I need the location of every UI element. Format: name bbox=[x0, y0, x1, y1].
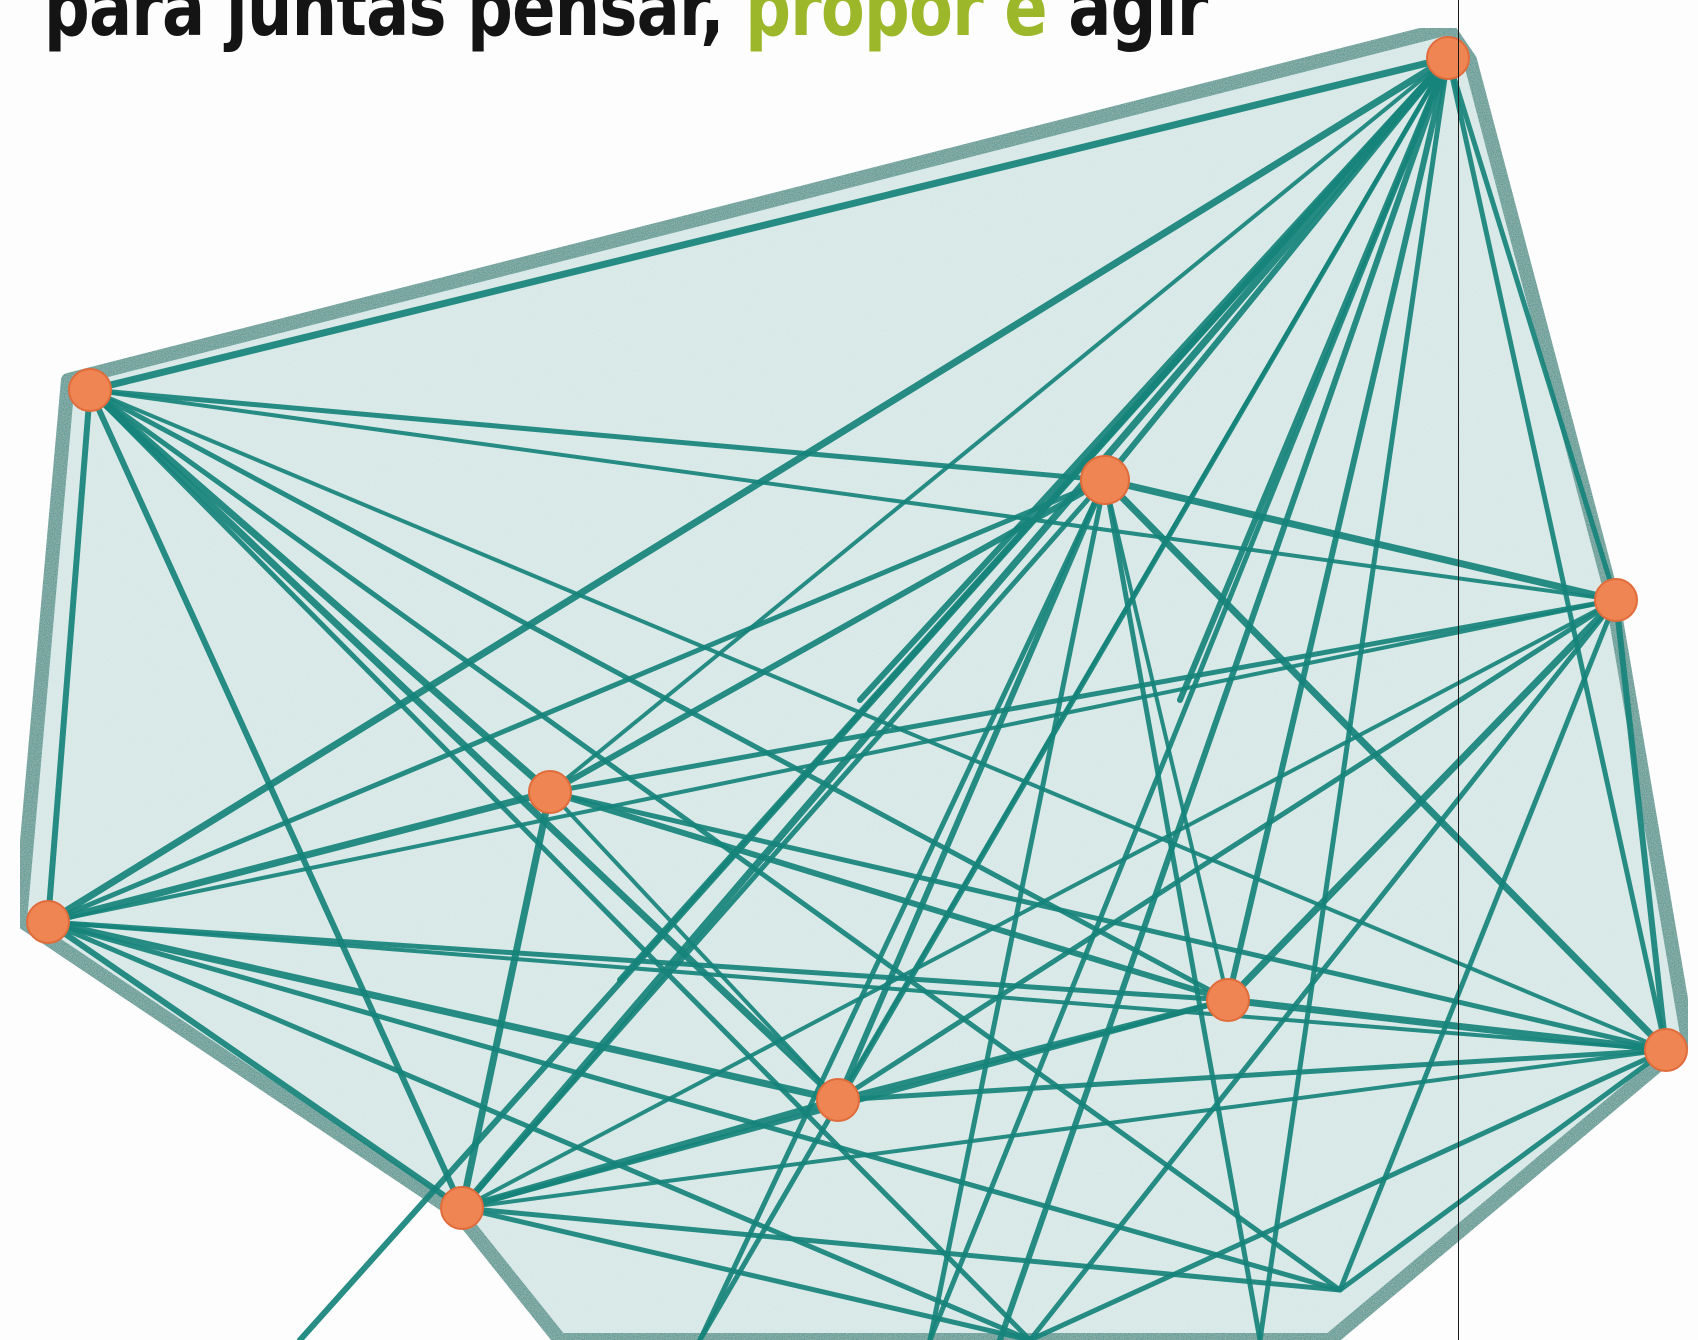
network-edge bbox=[46, 920, 1668, 1052]
headline-accent-e: e bbox=[1004, 0, 1047, 54]
network-edge bbox=[1224, 596, 1620, 1004]
network-edge bbox=[997, 55, 1451, 1340]
network-edge bbox=[547, 789, 1669, 1053]
network-edge bbox=[87, 387, 1343, 1293]
network-edge bbox=[87, 387, 1033, 1340]
network-edge bbox=[547, 597, 1619, 795]
network-edge bbox=[44, 788, 554, 926]
network-node bbox=[1206, 978, 1250, 1022]
network-edge bbox=[1225, 55, 1451, 1003]
network-edge bbox=[45, 919, 1343, 1293]
network-node bbox=[528, 770, 572, 814]
network-edge bbox=[1613, 597, 1669, 1053]
network-node bbox=[68, 368, 112, 412]
network-edge bbox=[45, 387, 93, 925]
network-edge bbox=[927, 477, 1108, 1340]
network-edge bbox=[835, 1047, 1669, 1103]
network-edge bbox=[45, 919, 465, 1211]
network-edge bbox=[1027, 1047, 1669, 1340]
network-edge bbox=[548, 56, 1450, 794]
network-edge bbox=[87, 387, 1108, 483]
network-edge bbox=[459, 1205, 1343, 1293]
page-divider-line bbox=[1458, 0, 1459, 1340]
network-node bbox=[1080, 455, 1130, 505]
network-edge bbox=[697, 477, 1108, 1340]
network-node bbox=[440, 1186, 484, 1230]
network-edge bbox=[88, 388, 1668, 1052]
network-edge bbox=[86, 386, 842, 1104]
headline: para juntas pensar, propor e agir bbox=[44, 0, 1208, 48]
network-edge bbox=[1445, 55, 1619, 603]
network-edge bbox=[88, 388, 1618, 602]
network-edge bbox=[44, 918, 842, 1104]
network-edge bbox=[458, 1096, 842, 1212]
headline-part-2: agir bbox=[1046, 0, 1208, 54]
network-edge bbox=[1027, 597, 1619, 1340]
network-edge bbox=[835, 597, 1619, 1103]
network-edge bbox=[45, 477, 1108, 925]
network-edges bbox=[44, 54, 1670, 1340]
network-node bbox=[1426, 36, 1470, 80]
network-edge bbox=[1101, 476, 1670, 1054]
network-edge bbox=[459, 1205, 1033, 1340]
network-edge bbox=[547, 789, 1231, 1003]
network-edge bbox=[1257, 55, 1451, 1340]
network-edge bbox=[1102, 477, 1263, 1340]
network-edge bbox=[1445, 55, 1669, 1053]
network-node bbox=[1594, 578, 1638, 622]
network-node bbox=[26, 900, 70, 944]
network-edge bbox=[548, 790, 840, 1102]
network-edge bbox=[835, 477, 1108, 1103]
network-edge bbox=[857, 55, 1451, 703]
network-node bbox=[816, 1078, 860, 1122]
network-node bbox=[1644, 1028, 1688, 1072]
network-edge bbox=[86, 54, 1452, 394]
network-edge bbox=[1177, 55, 1451, 703]
network-edge bbox=[458, 54, 1452, 1212]
network-edge bbox=[1337, 1047, 1669, 1293]
headline-part-1: para juntas pensar, bbox=[44, 0, 746, 54]
network-edge bbox=[87, 387, 1231, 1003]
network-edge bbox=[1103, 478, 1230, 1002]
network-edge bbox=[45, 919, 1033, 1340]
network-edge bbox=[86, 386, 554, 796]
headline-accent-propor: propor bbox=[745, 0, 983, 54]
network-edge bbox=[46, 598, 1618, 924]
network-hull bbox=[13, 21, 1695, 1340]
network-edge bbox=[44, 54, 1452, 926]
network-nodes bbox=[26, 36, 1688, 1230]
network-edge bbox=[697, 55, 1451, 1340]
